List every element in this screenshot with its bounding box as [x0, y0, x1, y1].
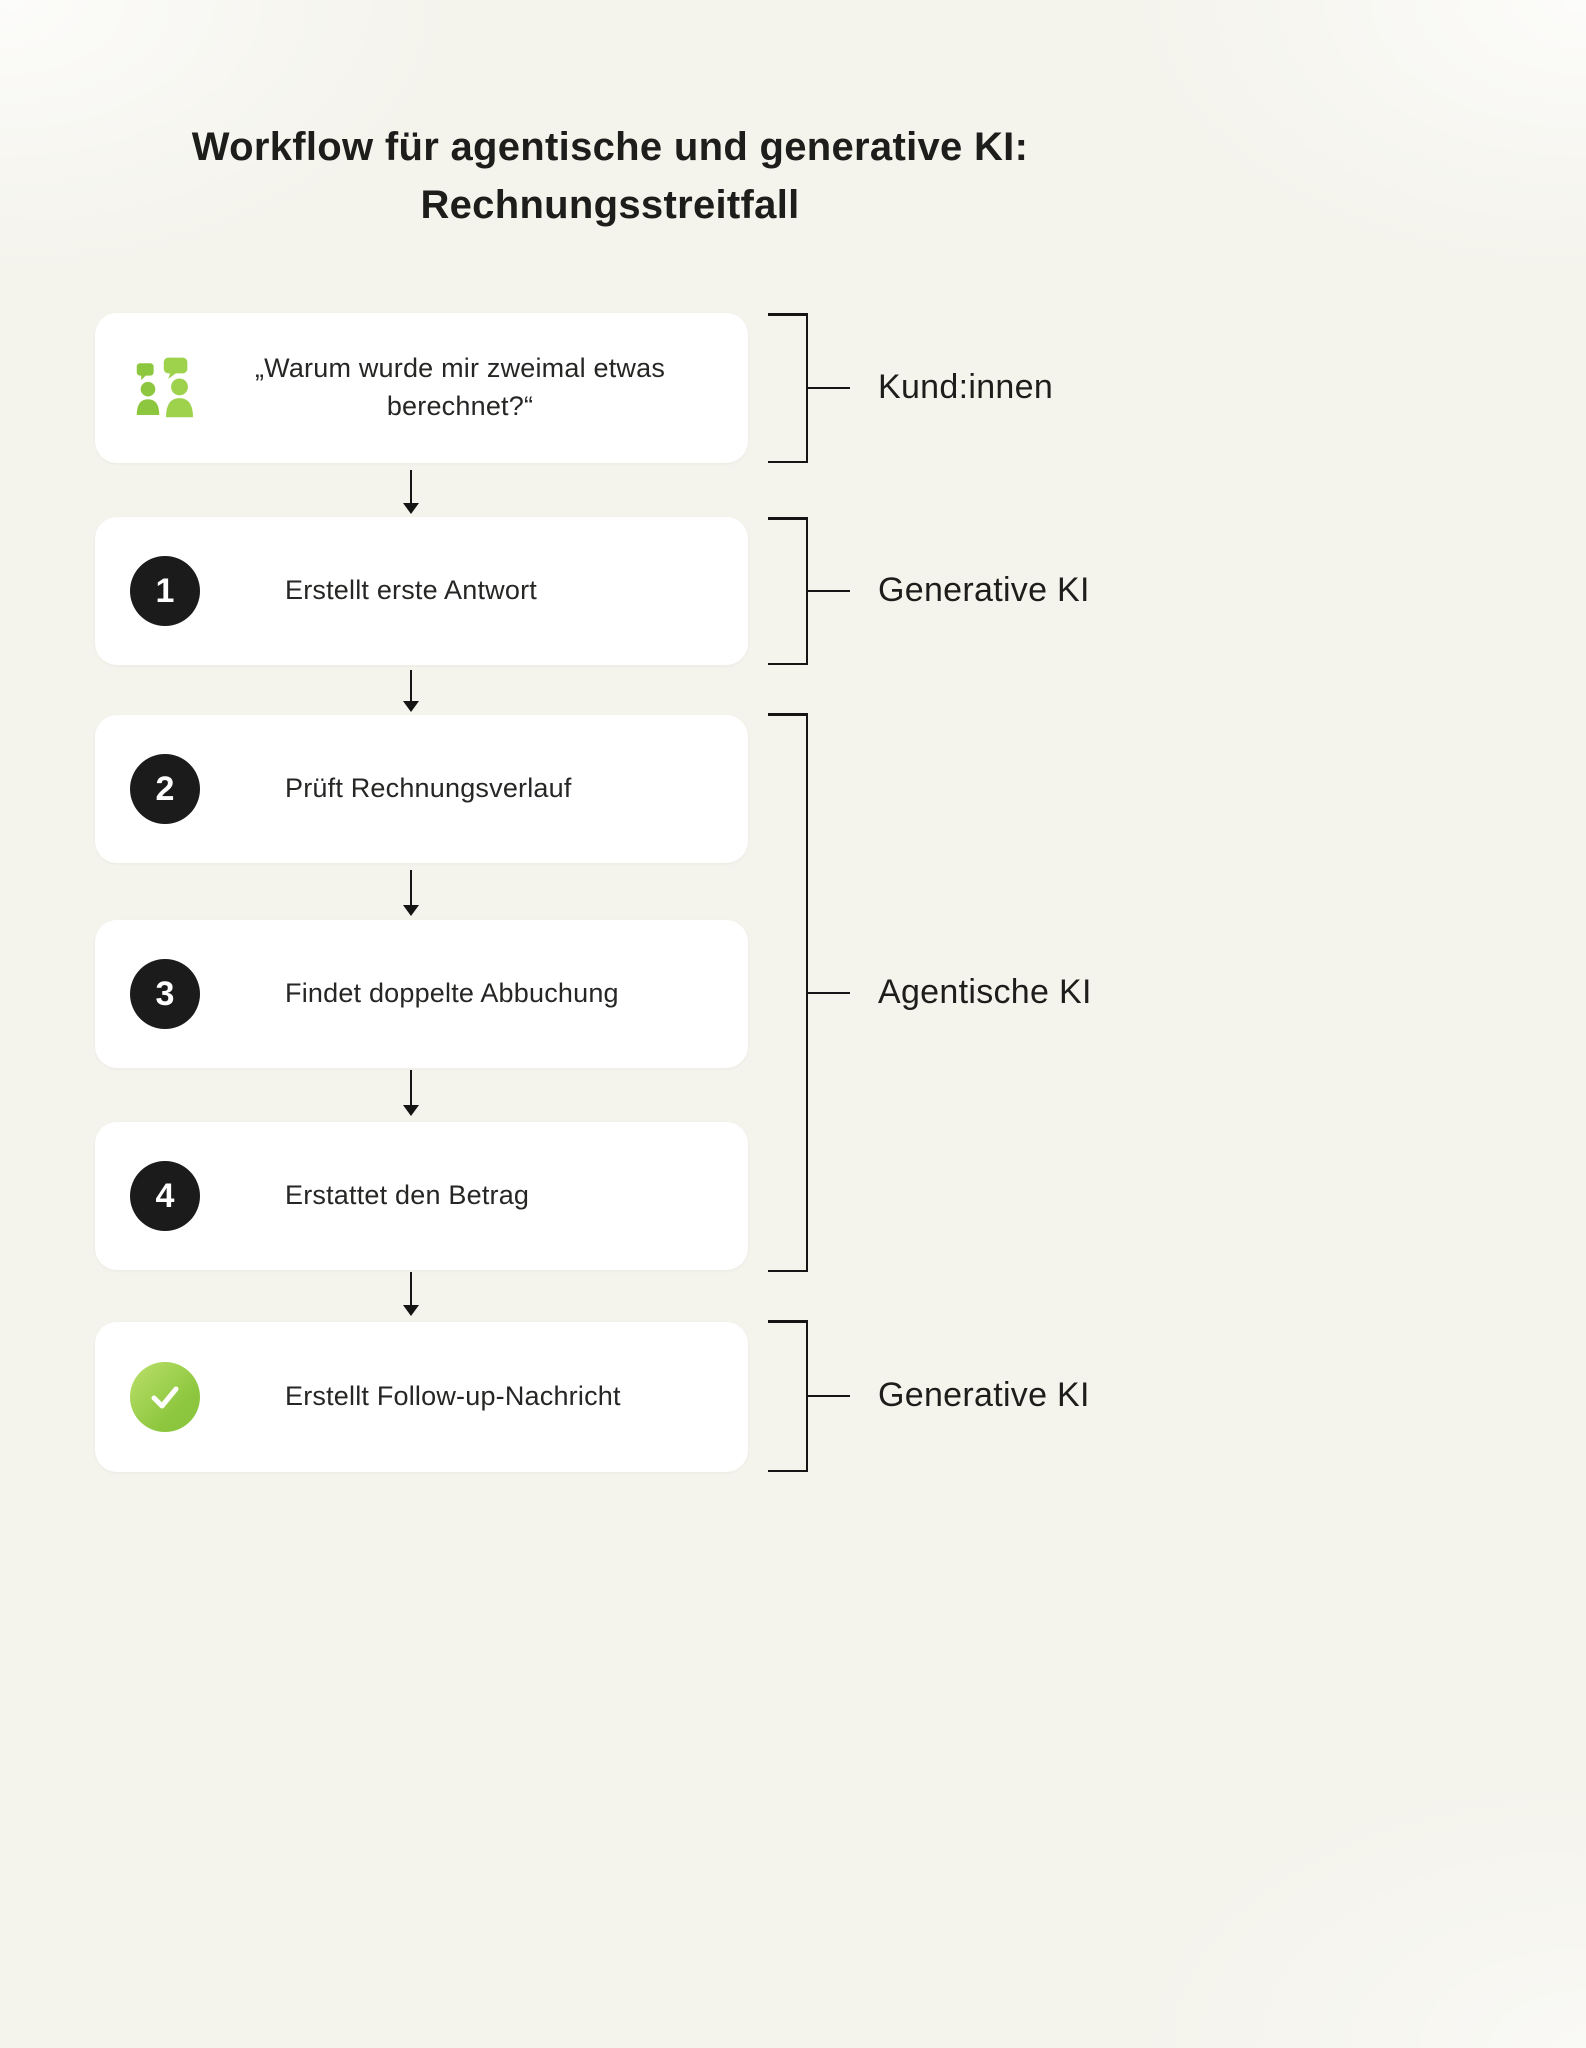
flow-arrow-2	[402, 670, 420, 712]
flow-arrow-shaft	[409, 670, 412, 702]
flow-arrow-5	[402, 1272, 420, 1316]
flow-arrow-head	[402, 701, 419, 712]
group-label-generative-2: Generative KI	[878, 1376, 1090, 1414]
group-bracket-generative-2	[768, 1320, 808, 1472]
flow-arrow-head	[402, 1105, 419, 1116]
group-bracket-connector	[806, 386, 850, 389]
step-number-badge-2: 2	[130, 754, 200, 824]
workflow-step-card-2: 2 Prüft Rechnungsverlauf	[95, 715, 748, 863]
flow-arrow-shaft	[409, 870, 412, 906]
step-text-1: Erstellt erste Antwort	[285, 575, 537, 606]
group-label-customers: Kund:innen	[878, 368, 1054, 406]
customers-people-icon	[130, 352, 202, 424]
workflow-step-card-customer: „Warum wurde mir zweimal etwas berechnet…	[95, 313, 748, 463]
step-text-3: Findet doppelte Abbuchung	[285, 978, 619, 1009]
flow-arrow-4	[402, 1070, 420, 1116]
flow-arrow-3	[402, 870, 420, 916]
workflow-step-card-followup: Erstellt Follow-up-Nachricht	[95, 1322, 748, 1472]
flow-arrow-head	[402, 905, 419, 916]
group-bracket-connector	[806, 589, 850, 592]
page-title-line1: Workflow für agentische und generative K…	[191, 125, 1029, 169]
group-bracket-agentic	[768, 713, 808, 1272]
step-text-2: Prüft Rechnungsverlauf	[285, 773, 572, 804]
group-label-generative-1: Generative KI	[878, 571, 1090, 609]
flow-arrow-shaft	[409, 1070, 412, 1106]
group-bracket-connector	[806, 991, 850, 994]
step-text-4: Erstattet den Betrag	[285, 1180, 530, 1211]
group-label-agentic: Agentische KI	[878, 973, 1092, 1011]
flow-arrow-shaft	[409, 470, 412, 504]
flow-arrow-1	[402, 470, 420, 514]
flow-arrow-head	[402, 503, 419, 514]
step-number-badge-4: 4	[130, 1161, 200, 1231]
workflow-step-card-1: 1 Erstellt erste Antwort	[95, 517, 748, 665]
flow-arrow-shaft	[409, 1272, 412, 1306]
flow-arrow-head	[402, 1305, 419, 1316]
step-text-customer-question: „Warum wurde mir zweimal etwas berechnet…	[254, 353, 666, 421]
workflow-step-card-4: 4 Erstattet den Betrag	[95, 1122, 748, 1270]
step-number-badge-3: 3	[130, 959, 200, 1029]
page-title: Workflow für agentische und generative K…	[0, 118, 1220, 234]
group-bracket-connector	[806, 1394, 850, 1397]
step-number-badge-1: 1	[130, 556, 200, 626]
step-text-followup: Erstellt Follow-up-Nachricht	[285, 1381, 621, 1412]
group-bracket-customers	[768, 313, 808, 463]
page-title-line2: Rechnungsstreitfall	[420, 183, 800, 227]
workflow-step-card-3: 3 Findet doppelte Abbuchung	[95, 920, 748, 1068]
check-icon	[130, 1362, 200, 1432]
group-bracket-generative-1	[768, 517, 808, 665]
